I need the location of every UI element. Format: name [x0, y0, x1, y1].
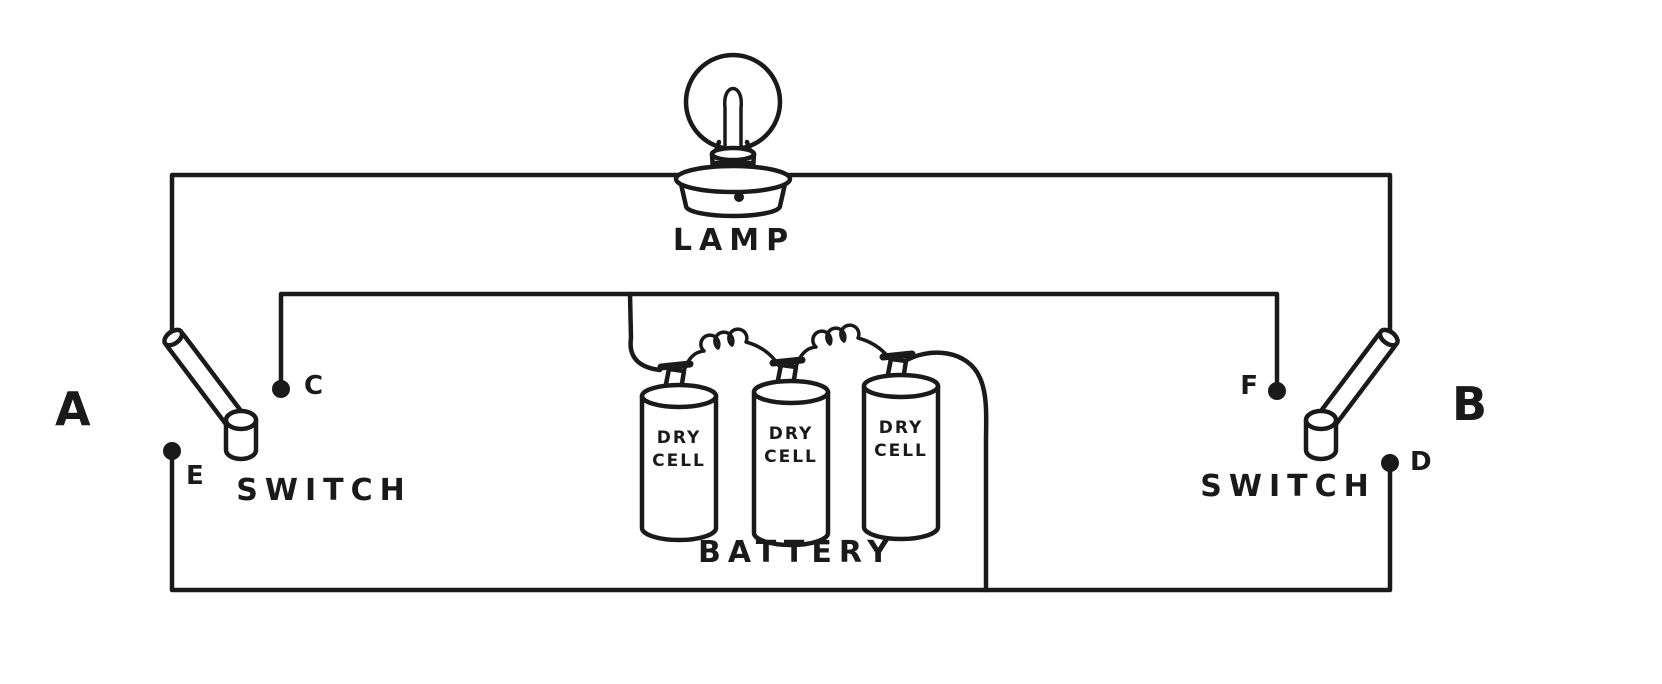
- cell-label-line2: CELL: [874, 441, 928, 461]
- control-wire: [278, 291, 1280, 392]
- switch-b-knob-top: [1303, 408, 1339, 432]
- lamp-bulb: [683, 52, 783, 152]
- connector-coil-2: [794, 323, 893, 369]
- battery-feed-wire: [627, 291, 663, 373]
- cell-top: [751, 378, 831, 406]
- cell-top: [861, 372, 941, 400]
- cell-label-line2: CELL: [652, 451, 706, 471]
- switch-b-group: F D B SWITCH: [1200, 327, 1487, 504]
- contact-c-label: C: [304, 371, 323, 401]
- cell-body: [751, 389, 831, 548]
- cell-terminal-cap: [879, 350, 916, 361]
- battery-group: DRY CELL DRY CELL DRY CELL BAT: [639, 323, 941, 570]
- dry-cell-1: DRY CELL: [639, 360, 719, 543]
- connector-coil-1: [682, 327, 781, 373]
- cell-terminal-cap: [657, 360, 694, 371]
- switch-b-label: SWITCH: [1200, 469, 1375, 504]
- contact-f-label: F: [1240, 371, 1258, 401]
- cell-label-line1: DRY: [879, 418, 924, 438]
- switch-a-terminal-label: A: [55, 382, 91, 436]
- switch-a-lever: [162, 327, 247, 432]
- bottom-wire: [169, 448, 1393, 593]
- cell-top: [639, 382, 719, 410]
- switch-b-terminal-label: B: [1452, 377, 1487, 431]
- contact-d-dot: [1381, 454, 1399, 472]
- lamp-socket-flange: [673, 163, 793, 195]
- cell-label-line1: DRY: [769, 424, 814, 444]
- switch-a-knob-top: [223, 408, 259, 432]
- battery-return-wire: [900, 350, 989, 593]
- cell-label-line1: DRY: [657, 428, 702, 448]
- cell-terminal-cap: [769, 356, 806, 367]
- dry-cell-3: DRY CELL: [861, 350, 941, 542]
- cell-label-line2: CELL: [764, 447, 818, 467]
- cell-body: [639, 393, 719, 543]
- cell-body: [861, 383, 941, 542]
- lamp-screw-top: [709, 145, 757, 163]
- lamp-base-dot: [734, 192, 744, 202]
- contact-c-dot: [272, 380, 290, 398]
- contact-e-dot: [163, 442, 181, 460]
- switch-a-label: SWITCH: [236, 473, 411, 508]
- switch-a-group: C E A SWITCH: [55, 327, 411, 508]
- contact-e-label: E: [186, 461, 204, 491]
- battery-label: BATTERY: [698, 535, 896, 570]
- lamp-label: LAMP: [673, 223, 795, 258]
- dry-cell-2: DRY CELL: [751, 356, 831, 548]
- lamp-filament: [723, 86, 743, 150]
- contact-f-dot: [1268, 382, 1286, 400]
- contact-d-label: D: [1410, 447, 1432, 477]
- lamp-icon: LAMP: [673, 52, 795, 258]
